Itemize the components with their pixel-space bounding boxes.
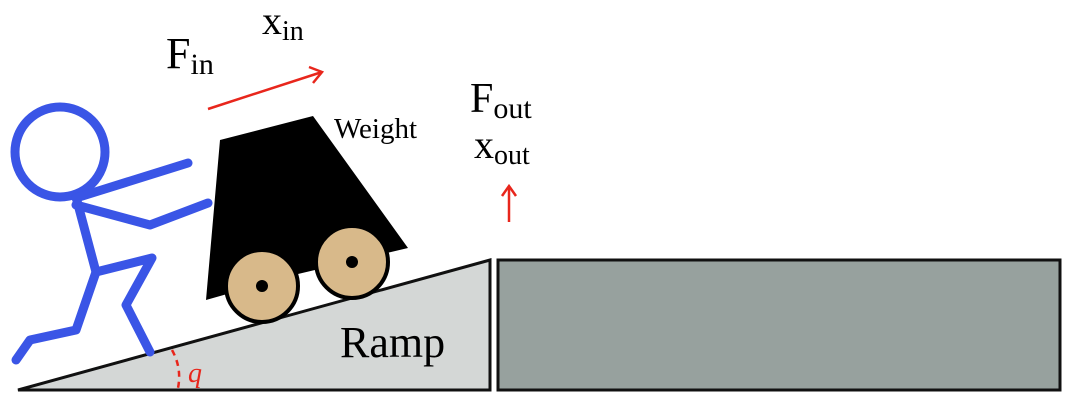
f-out-label: Fout: [470, 76, 532, 125]
output-arrow: [500, 183, 518, 222]
platform-block: [496, 258, 1062, 392]
figure-front-leg: [91, 253, 157, 357]
cart-wheel-front: [314, 224, 390, 300]
stick-figure: [10, 102, 213, 365]
angle-label: q: [188, 358, 202, 389]
input-arrow: [207, 65, 325, 111]
figure-lower-arm: [71, 198, 213, 230]
figure-upper-arm: [71, 158, 193, 203]
angle-arc: [170, 349, 181, 389]
cart-wheel-rear: [224, 248, 300, 324]
x-out-label: xout: [474, 122, 530, 171]
weight-label: Weight: [334, 113, 417, 145]
ramp-label: Ramp: [340, 318, 445, 367]
figure-head: [10, 102, 110, 202]
f-in-label: Fin: [166, 29, 214, 81]
x-in-label: xin: [262, 0, 304, 47]
figure-back-leg: [11, 267, 101, 365]
